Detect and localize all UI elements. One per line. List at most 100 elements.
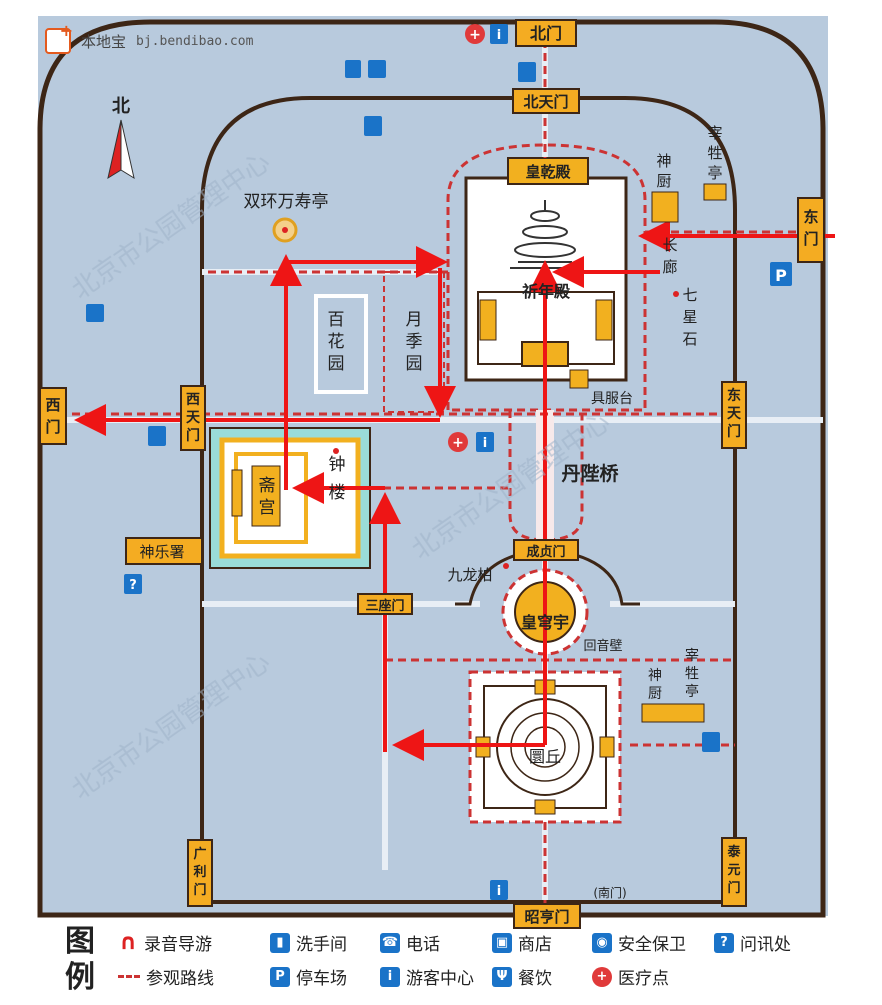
info-icon[interactable]: i [476, 432, 494, 452]
north-heaven-gate[interactable]: 北天门 [512, 88, 580, 114]
question-icon[interactable]: ? [124, 574, 142, 594]
security-icon[interactable] [364, 116, 382, 136]
svg-text:P: P [775, 266, 787, 285]
taiyuan-gate-char-1: 泰 [726, 844, 741, 860]
nine-dragon-cypress-label[interactable]: 九龙柏 [447, 566, 492, 584]
long-corridor-char-2: 廊 [662, 258, 677, 276]
info-icon: i [380, 966, 400, 987]
jufu-platform-label[interactable]: 具服台 [591, 391, 633, 407]
legend-label: 游客中心 [406, 969, 474, 989]
sanyan-gate[interactable]: 三座门 [357, 593, 413, 615]
legend-route: 参观路线 [118, 964, 214, 989]
west-gate[interactable]: 西 门 [39, 387, 67, 445]
zhaigong-char-2: 宫 [259, 498, 276, 518]
east-heaven-gate[interactable]: 东 天 门 [721, 381, 747, 449]
zaisheng-south-char-2: 牲 [685, 666, 699, 682]
west-gate-label-1: 西 [45, 396, 60, 414]
info-icon[interactable]: i [490, 880, 508, 900]
qinian-hall-label[interactable]: 祈年殿 [522, 282, 571, 301]
zhaigong-side [231, 469, 243, 517]
legend-medical: + 医疗点 [592, 964, 669, 989]
dining-icon: Ψ [492, 966, 512, 987]
chengzhen-gate-label: 成贞门 [526, 544, 565, 560]
outer-wall [37, 19, 826, 918]
east-heaven-gate-char-3: 门 [727, 423, 741, 440]
toilet-icon[interactable] [86, 304, 104, 322]
seven-star-char-3: 石 [682, 330, 697, 348]
huangqian-hall-building [507, 157, 589, 185]
legend-dining: Ψ 餐饮 [492, 964, 552, 989]
north-gate-label: 北门 [530, 24, 562, 43]
north-gate[interactable]: 北门 [515, 19, 577, 47]
huangqian-hall-label[interactable]: 皇乾殿 [525, 163, 571, 181]
shuanghuan-pavilion-label[interactable]: 双环万寿亭 [244, 192, 329, 212]
danbi-bridge-label[interactable]: 丹陛桥 [561, 462, 619, 485]
legend-toilet: ▮ 洗手间 [270, 930, 347, 955]
east-heaven-gate-char-2: 天 [727, 406, 742, 422]
west-gate-label-2: 门 [45, 418, 60, 436]
legend-label: 洗手间 [296, 935, 347, 955]
taiyuan-gate-char-2: 元 [727, 863, 740, 878]
zaisheng-north-building [703, 183, 727, 201]
svg-text:+: + [452, 435, 464, 451]
east-gate[interactable]: 东 门 [797, 197, 825, 263]
zhaigong-char-1: 斋 [259, 476, 276, 496]
zaisheng-north-char-2: 牲 [707, 144, 722, 162]
seven-star-char-2: 星 [682, 308, 697, 326]
phone-icon[interactable] [345, 60, 361, 78]
info-icon[interactable]: i [490, 24, 508, 44]
toilet-icon[interactable] [368, 60, 386, 78]
guangli-gate-char-2: 利 [193, 864, 206, 880]
security-icon: ◉ [592, 932, 612, 953]
shop-icon[interactable] [518, 62, 536, 82]
guangli-gate[interactable]: 广 利 门 [187, 839, 213, 907]
echo-wall-label[interactable]: 回音壁 [583, 638, 622, 654]
legend-security: ◉ 安全保卫 [592, 930, 686, 955]
legend-label: 电话 [406, 935, 440, 955]
map-background [38, 16, 828, 916]
site-url: bj.bendibao.com [136, 33, 254, 49]
yueji-garden-area [383, 271, 445, 413]
security-icon[interactable] [702, 732, 720, 752]
west-heaven-gate-char-2: 天 [186, 410, 201, 426]
danbi-bridge-path [508, 410, 584, 542]
yueji-garden-char-3: 园 [406, 354, 423, 374]
medical-icon[interactable]: + [465, 24, 485, 44]
shenchu-south-char-1: 神 [648, 668, 662, 684]
medical-icon[interactable]: + [448, 432, 468, 452]
legend-label: 问讯处 [740, 935, 791, 955]
bell-tower-char-2: 楼 [329, 483, 346, 503]
site-logo-icon [45, 21, 73, 54]
zaisheng-north-char-1: 宰 [707, 124, 722, 142]
west-heaven-gate[interactable]: 西 天 门 [180, 385, 206, 451]
audio-guide-icon: ∩ [119, 930, 137, 955]
qinian-enclosure-outline [446, 143, 647, 412]
yueji-garden-char-2: 季 [406, 332, 423, 352]
tour-arrows [74, 220, 835, 761]
baihua-garden-char-3: 园 [328, 354, 345, 374]
south-kitchen-building [641, 703, 705, 723]
shenchu-north-char-1: 神 [656, 152, 671, 170]
parking-icon[interactable]: P [770, 262, 792, 286]
legend-parking: P 停车场 [270, 964, 347, 989]
place-labels: 皇乾殿 祈年殿 具服台 丹陛桥 皇穹宇 回音壁 圜丘 九龙柏 双环万寿亭 百 花… [125, 124, 727, 766]
shenle-office-label[interactable]: 神乐署 [139, 543, 184, 561]
shop-icon[interactable] [148, 426, 166, 446]
legend-title: 图 例 [60, 924, 100, 996]
legend-title-char-1: 图 [65, 924, 95, 959]
long-corridor-char-1: 长 [662, 236, 677, 254]
south-gate-label: 昭亨门 [524, 908, 569, 926]
circular-mound-label[interactable]: 圜丘 [529, 747, 561, 766]
chengzhen-gate[interactable]: 成贞门 [513, 539, 579, 561]
toilet-icon: ▮ [270, 932, 290, 953]
svg-text:i: i [497, 884, 501, 899]
south-gate[interactable]: 昭亨门 [513, 903, 581, 929]
jufu-platform-building [569, 369, 589, 389]
zaisheng-north-char-3: 亭 [707, 164, 722, 182]
legend-title-char-2: 例 [65, 960, 95, 995]
baihua-garden-area [314, 294, 368, 394]
taiyuan-gate[interactable]: 泰 元 门 [721, 837, 747, 907]
svg-text:+: + [469, 27, 481, 43]
huangqiong-yu-label[interactable]: 皇穹宇 [521, 613, 569, 632]
